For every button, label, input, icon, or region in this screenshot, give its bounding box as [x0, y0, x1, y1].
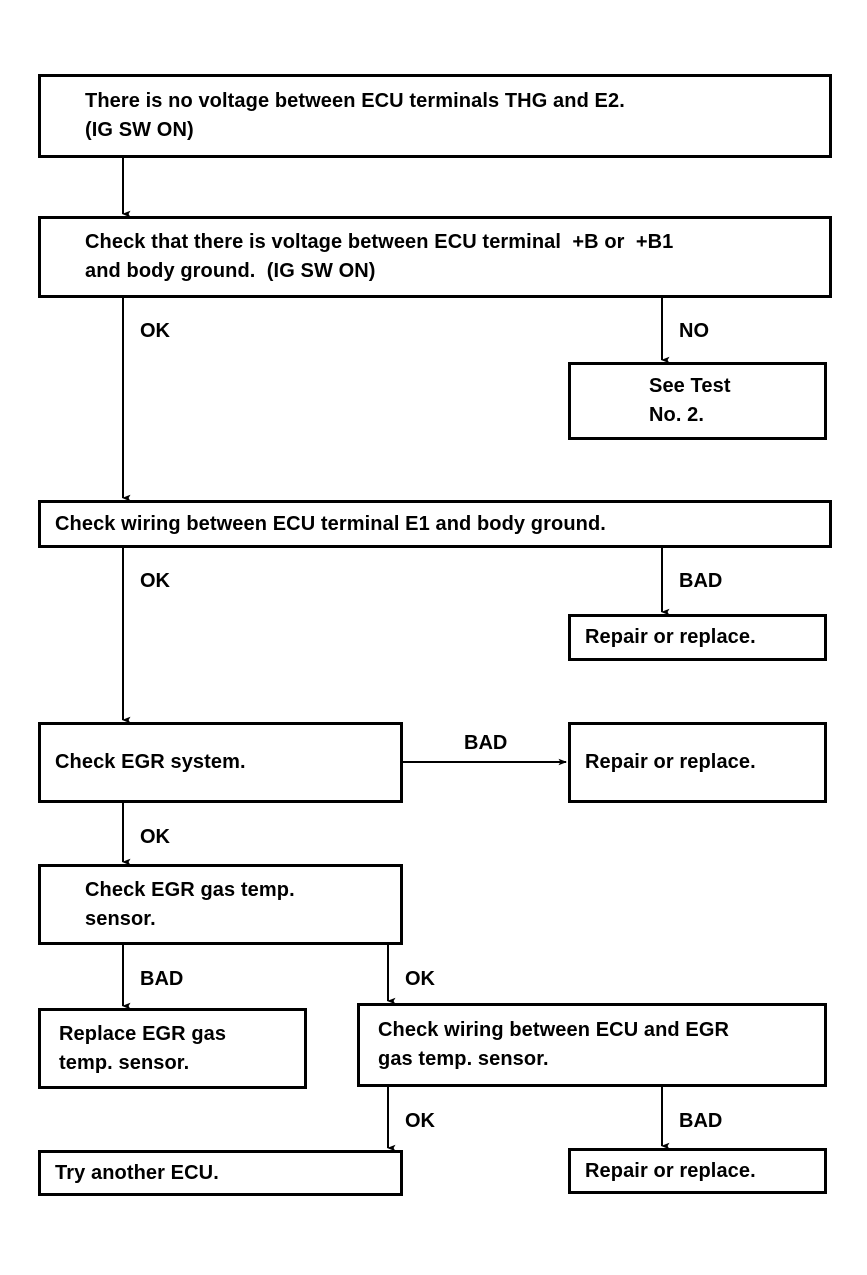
node-check-voltage-b-b1: Check that there is voltage between ECU …: [38, 216, 832, 298]
node-text-line: Try another ECU.: [55, 1161, 219, 1184]
node-try-another-ecu: Try another ECU.: [38, 1150, 403, 1196]
node-text-line: Repair or replace.: [585, 626, 756, 648]
edge-label-bad-n10-n12: BAD: [679, 1110, 723, 1132]
edges-group: [122, 158, 670, 1152]
edge-label-no-n2-n3: NO: [679, 320, 709, 342]
node-check-egr-system: Check EGR system.: [38, 722, 403, 803]
node-text-line: sensor.: [85, 907, 156, 930]
edge-label-bad-n8-n9: BAD: [140, 968, 184, 990]
edge-label-ok-n8-n10: OK: [405, 968, 435, 990]
node-text-line: There is no voltage between ECU terminal…: [85, 90, 625, 112]
node-repair-or-replace-egr-system: Repair or replace.: [568, 722, 827, 803]
node-check-egr-gas-temp-sensor: Check EGR gas temp. sensor.: [38, 864, 403, 945]
node-text-line: (IG SW ON): [85, 119, 194, 141]
node-no-voltage-thg-e2: There is no voltage between ECU terminal…: [38, 74, 832, 158]
node-check-wiring-ecu-egr-sensor: Check wiring between ECU and EGR gas temp…: [357, 1003, 827, 1087]
node-text-line: No. 2.: [649, 404, 705, 426]
node-text-line: Repair or replace.: [585, 1159, 756, 1182]
node-text-line: Check wiring between ECU terminal E1 and…: [55, 512, 606, 535]
edge-label-ok-n2-n4: OK: [140, 320, 170, 342]
node-text-line: See Test: [649, 375, 731, 397]
node-text-line: Replace EGR gas: [59, 1022, 227, 1045]
edge-label-ok-n10-n11: OK: [405, 1110, 435, 1132]
edge-label-bad-n4-n5: BAD: [679, 570, 723, 592]
node-text-line: and body ground. (IG SW ON): [85, 260, 376, 282]
node-text-line: Check wiring between ECU and EGR: [378, 1019, 730, 1041]
node-text-line: Check that there is voltage between ECU …: [85, 231, 674, 253]
node-check-wiring-e1-body-ground: Check wiring between ECU terminal E1 and…: [38, 500, 832, 548]
node-replace-egr-gas-temp-sensor: Replace EGR gas temp. sensor.: [38, 1008, 307, 1089]
edge-label-bad-n6-n7: BAD: [464, 732, 508, 754]
edge-label-ok-n4-n6: OK: [140, 570, 170, 592]
node-text-line: Repair or replace.: [585, 751, 756, 773]
edge-label-ok-n6-n8: OK: [140, 826, 170, 848]
node-text-line: Check EGR system.: [55, 751, 246, 773]
node-text-line: temp. sensor.: [59, 1051, 190, 1074]
node-repair-or-replace-e1: Repair or replace.: [568, 614, 827, 661]
node-text-line: gas temp. sensor.: [378, 1048, 549, 1070]
node-repair-or-replace-wiring: Repair or replace.: [568, 1148, 827, 1194]
node-text-line: Check EGR gas temp.: [85, 878, 295, 901]
